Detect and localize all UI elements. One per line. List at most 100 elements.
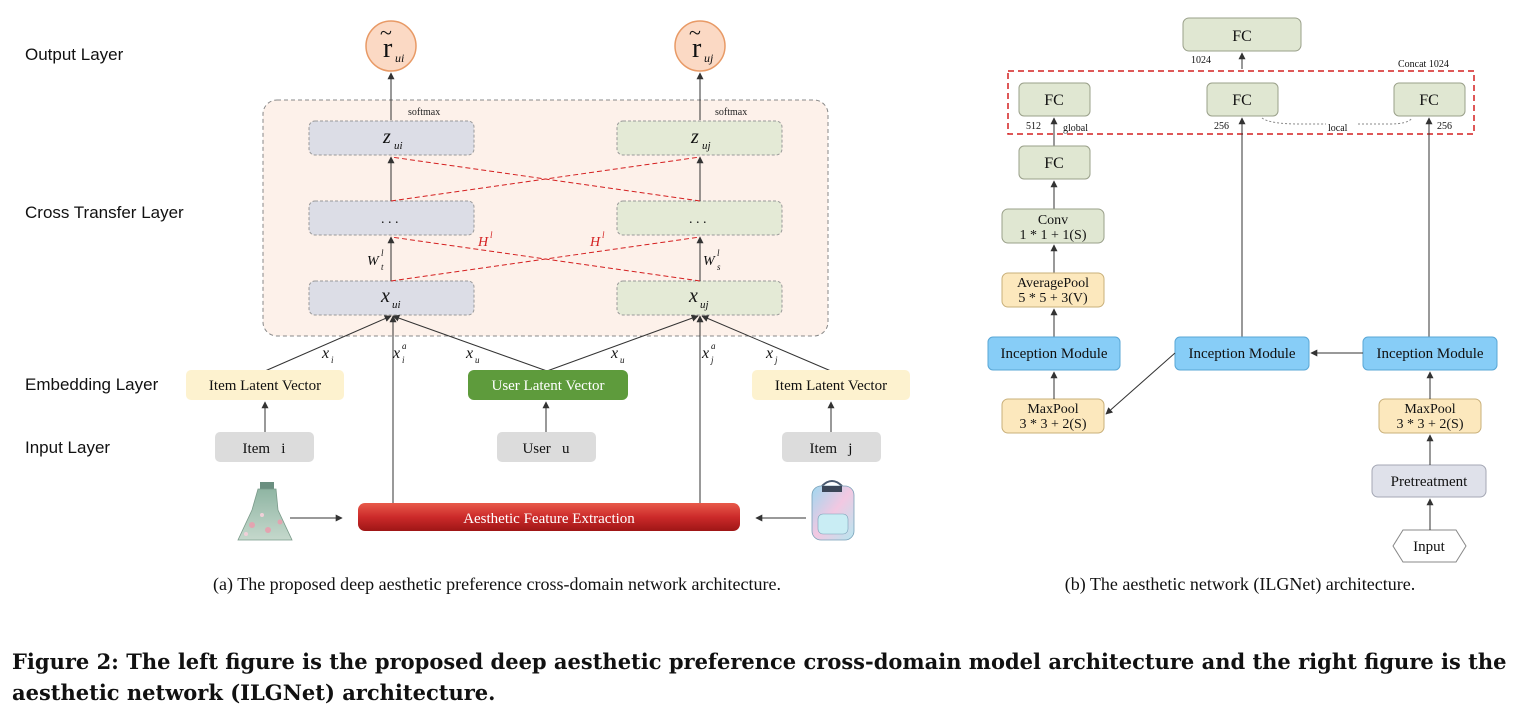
ws-label-sup: l	[717, 248, 720, 258]
input-node-label: Input	[1413, 539, 1445, 555]
item-latent-vector-i	[186, 370, 344, 400]
z-uj-symbol: z	[690, 126, 699, 148]
user-latent-vector	[468, 370, 628, 400]
label-xja: x	[701, 345, 709, 362]
output-r-uj-symbol: r	[692, 33, 702, 64]
wt-label-sup: l	[381, 248, 384, 258]
item-latent-vector-j	[752, 370, 910, 400]
edge-user-to-xui	[392, 314, 548, 372]
label-xja-sup: a	[711, 341, 716, 351]
wt-label-sub: t	[381, 262, 384, 272]
z-uj-box	[616, 120, 783, 156]
conv-label: Conv	[1038, 213, 1068, 228]
cross-transfer-layer-label: Cross Transfer Layer	[25, 203, 184, 222]
arrow-inception-middle-to-maxpool	[1105, 352, 1176, 415]
label-xu-right-sub: u	[620, 355, 625, 365]
cross-line-2	[390, 156, 701, 202]
fc-top-label: FC	[1232, 28, 1252, 45]
averagepool-params: 5 * 5 + 3(V)	[1018, 291, 1088, 306]
fc-local	[1393, 82, 1466, 117]
maxpool-right-label: MaxPool	[1404, 402, 1455, 417]
label-xia-sup: a	[402, 341, 407, 351]
averagepool-box	[1001, 272, 1105, 308]
label-xi: x	[321, 345, 329, 362]
item-latent-vector-i-label: Item Latent Vector	[209, 378, 321, 394]
averagepool-label: AveragePool	[1017, 276, 1089, 291]
output-r-ui-node	[365, 20, 417, 72]
z-ui-symbol: z	[382, 126, 391, 148]
label-256-right: 256	[1437, 121, 1452, 132]
label-xu-left-sub: u	[475, 355, 480, 365]
x-uj-subscript: uj	[700, 299, 709, 311]
fc-lower	[1018, 145, 1091, 180]
maxpool-left-params: 3 * 3 + 2(S)	[1019, 417, 1086, 432]
h-label-left-sup: l	[490, 230, 493, 240]
h-label-right-sup: l	[602, 230, 605, 240]
local-bracket-left	[1261, 117, 1326, 125]
label-256-middle: 256	[1214, 121, 1229, 132]
hidden-ui-dots: . . .	[381, 212, 399, 227]
item-i-input-label: Item i	[243, 441, 286, 457]
z-uj-subscript: uj	[702, 140, 711, 152]
maxpool-left-label: MaxPool	[1027, 402, 1078, 417]
ws-label: W	[703, 254, 716, 269]
z-ui-subscript: ui	[394, 140, 403, 152]
pretreatment-label: Pretreatment	[1391, 474, 1468, 490]
edge-item-i-to-xui	[264, 315, 392, 372]
figure-caption: Figure 2: The left figure is the propose…	[12, 649, 1507, 705]
edge-item-j-to-xuj	[701, 315, 832, 372]
concat-region	[1007, 70, 1475, 135]
output-r-uj-subscript: uj	[704, 51, 714, 65]
x-uj-symbol: x	[688, 285, 698, 307]
input-layer-label: Input Layer	[25, 438, 110, 457]
label-xi-sub: i	[331, 355, 334, 365]
backpack-image	[811, 480, 855, 541]
inception-module-left-label: Inception Module	[1000, 346, 1107, 362]
conv-params: 1 * 1 + 1(S)	[1019, 228, 1086, 243]
wt-label: W	[367, 254, 380, 269]
label-concat-1024: Concat 1024	[1398, 59, 1449, 70]
label-xja-sub: j	[710, 355, 714, 365]
inception-module-middle-label: Inception Module	[1188, 346, 1295, 362]
label-global: global	[1063, 123, 1088, 134]
ws-label-sub: s	[717, 262, 721, 272]
softmax-label-ui: softmax	[408, 107, 440, 118]
label-xj: x	[765, 345, 773, 362]
label-xia-sub: i	[402, 355, 405, 365]
user-latent-vector-label: User Latent Vector	[491, 378, 604, 394]
output-r-ui-tilde: ~	[380, 20, 392, 45]
input-node	[1392, 529, 1467, 563]
x-ui-symbol: x	[380, 285, 390, 307]
caption-b: (b) The aesthetic network (ILGNet) archi…	[1065, 574, 1416, 595]
dress-image	[237, 482, 293, 541]
aesthetic-feature-extraction	[358, 503, 740, 531]
embedding-connections	[264, 314, 832, 503]
edge-user-to-xuj	[546, 314, 699, 372]
user-u-input	[497, 432, 596, 462]
caption-a: (a) The proposed deep aesthetic preferen…	[213, 574, 781, 595]
pretreatment-box	[1371, 464, 1487, 498]
output-layer-label: Output Layer	[25, 45, 124, 64]
softmax-label-uj: softmax	[715, 107, 747, 118]
fc-local-label: FC	[1419, 92, 1439, 109]
label-xia: x	[392, 345, 400, 362]
output-r-ui-symbol: r	[383, 33, 393, 64]
z-ui-box	[308, 120, 475, 156]
conv-box	[1001, 208, 1105, 244]
fc-global-label: FC	[1044, 92, 1064, 109]
output-r-uj-tilde: ~	[689, 20, 701, 45]
x-ui-subscript: ui	[392, 299, 401, 311]
local-bracket-right	[1358, 117, 1413, 125]
inception-module-right-label: Inception Module	[1376, 346, 1483, 362]
fc-middle	[1206, 82, 1279, 117]
cross-line-4	[390, 236, 701, 282]
item-j-input	[782, 432, 881, 462]
item-latent-vector-j-label: Item Latent Vector	[775, 378, 887, 394]
item-j-input-label: Item j	[810, 441, 853, 457]
label-xu-right: x	[610, 345, 618, 362]
fc-middle-label: FC	[1232, 92, 1252, 109]
maxpool-left	[1001, 398, 1105, 434]
hidden-uj-dots: . . .	[689, 212, 707, 227]
inception-module-left	[987, 336, 1121, 371]
